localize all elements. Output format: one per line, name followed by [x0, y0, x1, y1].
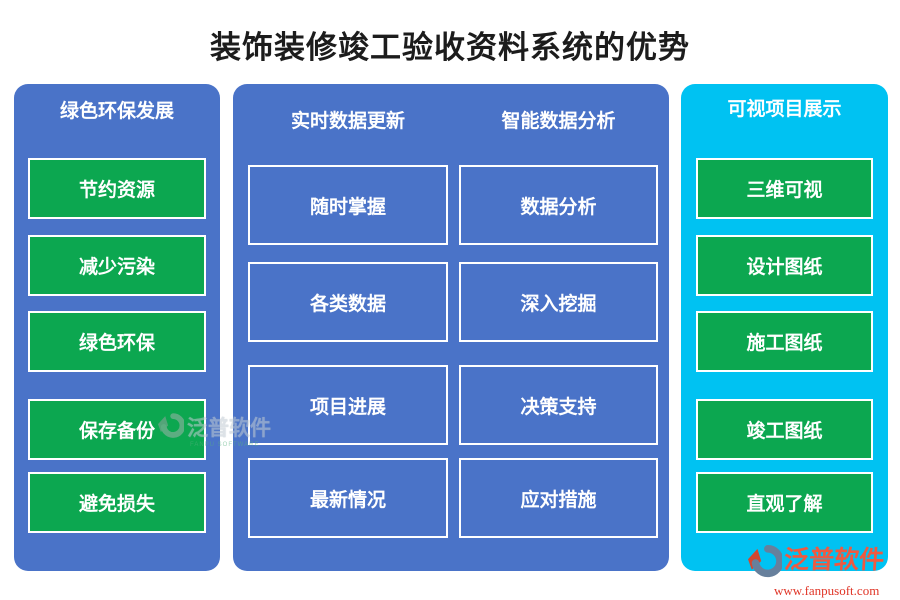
panel-visual-display: 可视项目展示 三维可视 设计图纸 施工图纸 竣工图纸 直观了解 — [681, 84, 888, 571]
fanpu-brand: 泛普软件 www.fanpusoft.com — [748, 544, 898, 599]
left-item-save-backup: 保存备份 — [28, 399, 206, 460]
panel-green-development: 绿色环保发展 节约资源 减少污染 绿色环保 保存备份 避免损失 — [14, 84, 220, 571]
mid-item-various-data: 各类数据 — [248, 262, 448, 342]
mid-header-realtime-update: 实时数据更新 — [290, 111, 405, 132]
mid-item-data-analysis: 数据分析 — [459, 165, 658, 245]
mid-item-project-progress: 项目进展 — [248, 365, 448, 445]
mid-item-deep-mining: 深入挖掘 — [459, 262, 658, 342]
left-item-avoid-loss: 避免损失 — [28, 472, 206, 533]
right-item-construction-drawings: 施工图纸 — [696, 311, 873, 372]
fanpu-brand-icon — [748, 544, 782, 582]
page-title: 装饰装修竣工验收资料系统的优势 — [210, 30, 690, 65]
left-item-save-resources: 节约资源 — [28, 158, 206, 219]
panel-data-center: 实时数据更新 智能数据分析 随时掌握 各类数据 项目进展 最新情况 数据分析 深… — [233, 84, 669, 571]
mid-item-grasp-anytime: 随时掌握 — [248, 165, 448, 245]
mid-item-response-measures: 应对措施 — [459, 458, 658, 538]
mid-item-latest-status: 最新情况 — [248, 458, 448, 538]
panel-right-header: 可视项目展示 — [727, 99, 842, 120]
left-item-reduce-pollution: 减少污染 — [28, 235, 206, 296]
panel-left-header: 绿色环保发展 — [59, 101, 174, 122]
mid-item-decision-support: 决策支持 — [459, 365, 658, 445]
mid-header-intelligent-analysis: 智能数据分析 — [501, 111, 616, 132]
right-item-intuitive-understanding: 直观了解 — [696, 472, 873, 533]
right-item-completion-drawings: 竣工图纸 — [696, 399, 873, 460]
brand-name: 泛普软件 — [783, 546, 885, 574]
brand-url: www.fanpusoft.com — [774, 583, 880, 598]
right-item-3d-visual: 三维可视 — [696, 158, 873, 219]
left-item-green-protection: 绿色环保 — [28, 311, 206, 372]
right-item-design-drawings: 设计图纸 — [696, 235, 873, 296]
